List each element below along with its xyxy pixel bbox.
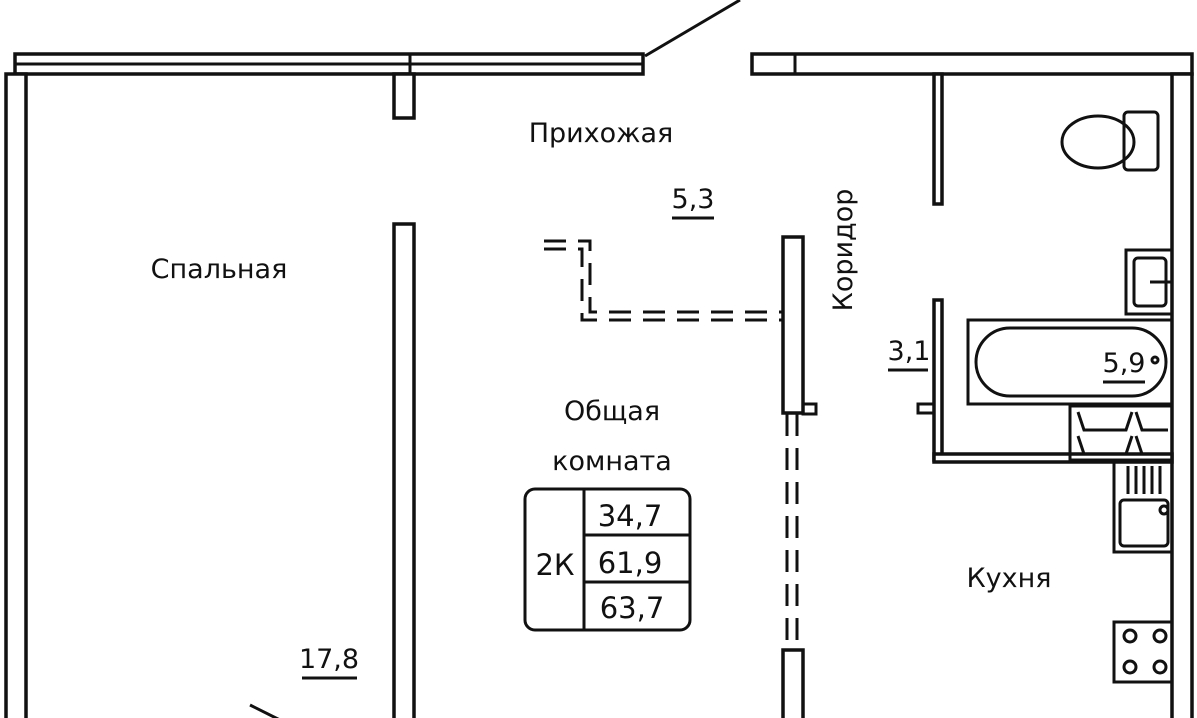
hallway-name: Прихожая <box>529 118 674 149</box>
corridor-area: 3,1 <box>888 336 931 367</box>
bedroom-wall-stub <box>392 72 416 120</box>
right-wall <box>1170 72 1194 718</box>
stove-icon <box>1112 620 1174 684</box>
top-wall-right <box>750 52 1194 76</box>
total-area-value: 61,9 <box>598 546 663 580</box>
bedroom-name: Спальная <box>151 254 288 285</box>
left-wall <box>4 72 28 718</box>
bath-door-knob <box>916 402 936 415</box>
washing-machine-icon <box>1068 404 1174 462</box>
corridor-name: Коридор <box>828 189 859 312</box>
total-with-balcony-value: 63,7 <box>600 591 665 625</box>
ceiling-niche-line <box>544 239 783 322</box>
wc-wall <box>932 72 944 206</box>
bath-wall <box>932 298 944 462</box>
living-area-value: 34,7 <box>598 499 663 533</box>
partition-knob <box>801 402 818 416</box>
bedroom-area: 17,8 <box>299 644 359 675</box>
toilet-icon <box>1060 110 1160 172</box>
living-room-name-line1: Общая <box>564 396 660 427</box>
living-room-name-line2: комната <box>552 446 672 477</box>
entrance-door <box>644 0 741 58</box>
bedroom-wall <box>392 222 416 718</box>
kitchen-sink-icon <box>1112 460 1174 554</box>
sink-icon <box>1124 248 1174 316</box>
kitchen-name: Кухня <box>966 563 1051 594</box>
sliding-door-track <box>785 414 799 650</box>
bathroom-area: 5,9 <box>1103 348 1146 379</box>
corridor-partition <box>781 235 805 415</box>
apartment-type: 2К <box>535 548 574 582</box>
bathtub-icon <box>966 318 1174 406</box>
hallway-area: 5,3 <box>672 184 715 215</box>
area-summary-table <box>523 487 692 632</box>
balcony-door <box>249 703 280 718</box>
kitchen-partition <box>781 648 805 718</box>
